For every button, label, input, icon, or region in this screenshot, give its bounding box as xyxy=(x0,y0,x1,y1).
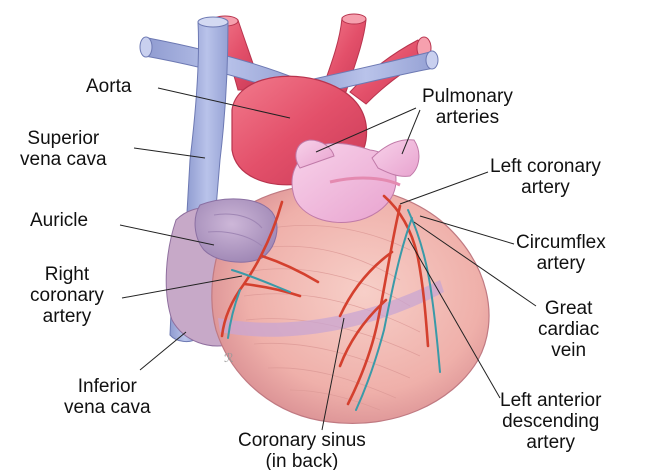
label-left-coronary-artery: Left coronary artery xyxy=(490,156,601,198)
label-circumflex-artery-line-1: Circumflex xyxy=(516,232,606,253)
label-inferior-vena-cava: Inferior vena cava xyxy=(64,376,151,418)
leader-left-coronary-artery xyxy=(400,172,488,204)
auricle xyxy=(195,199,277,262)
label-great-cardiac-vein-line-1: Great xyxy=(538,298,599,319)
label-auricle-line-1: Auricle xyxy=(30,210,88,231)
label-left-anterior-descending-artery-line-1: Left anterior xyxy=(500,390,601,411)
label-right-coronary-artery-line-1: Right xyxy=(30,264,104,285)
label-left-coronary-artery-line-2: artery xyxy=(490,177,601,198)
label-superior-vena-cava-line-1: Superior xyxy=(20,128,107,149)
label-great-cardiac-vein-line-2: cardiac xyxy=(538,319,599,340)
label-left-anterior-descending-artery-line-3: artery xyxy=(500,432,601,453)
label-circumflex-artery: Circumflex artery xyxy=(516,232,606,274)
label-inferior-vena-cava-line-1: Inferior xyxy=(64,376,151,397)
label-superior-vena-cava-line-2: vena cava xyxy=(20,149,107,170)
label-left-coronary-artery-line-1: Left coronary xyxy=(490,156,601,177)
label-pulmonary-arteries: Pulmonary arteries xyxy=(422,86,513,128)
label-great-cardiac-vein: Great cardiac vein xyxy=(538,298,599,361)
label-great-cardiac-vein-line-3: vein xyxy=(538,340,599,361)
label-coronary-sinus-line-1: Coronary sinus xyxy=(238,430,366,451)
label-left-anterior-descending-artery: Left anterior descending artery xyxy=(500,390,601,453)
label-right-coronary-artery-line-3: artery xyxy=(30,306,104,327)
label-superior-vena-cava: Superior vena cava xyxy=(20,128,107,170)
label-inferior-vena-cava-line-2: vena cava xyxy=(64,397,151,418)
label-pulmonary-arteries-line-1: Pulmonary xyxy=(422,86,513,107)
label-right-coronary-artery: Right coronary artery xyxy=(30,264,104,327)
label-aorta-line-1: Aorta xyxy=(86,76,131,97)
label-circumflex-artery-line-2: artery xyxy=(516,253,606,274)
label-left-anterior-descending-artery-line-2: descending xyxy=(500,411,601,432)
artist-mark: ℛ xyxy=(224,351,234,365)
label-auricle: Auricle xyxy=(30,210,88,231)
label-coronary-sinus: Coronary sinus (in back) xyxy=(238,430,366,470)
label-aorta: Aorta xyxy=(86,76,131,97)
label-pulmonary-arteries-line-2: arteries xyxy=(422,107,513,128)
label-coronary-sinus-line-2: (in back) xyxy=(238,451,366,470)
leader-inferior-vena-cava xyxy=(140,332,186,370)
label-right-coronary-artery-line-2: coronary xyxy=(30,285,104,306)
